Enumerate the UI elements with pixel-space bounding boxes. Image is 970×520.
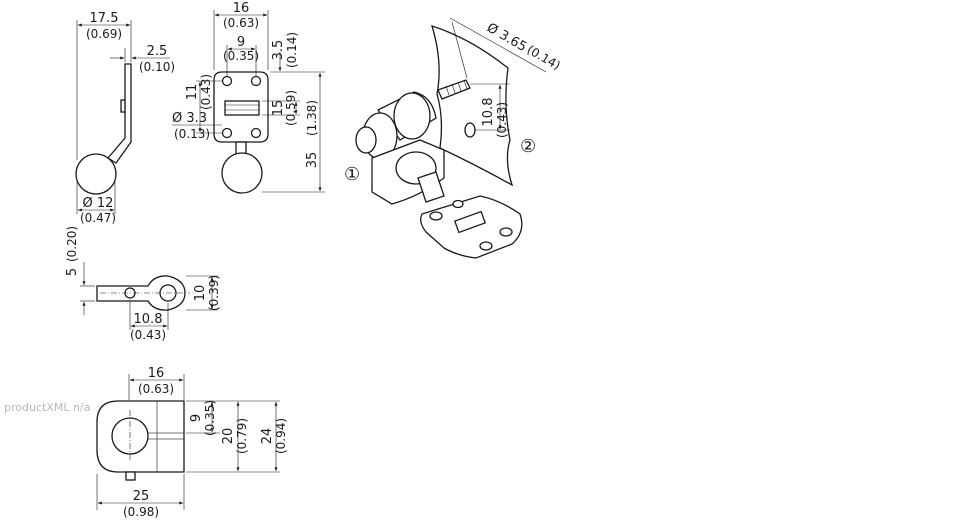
clamp-inner-inch: (0.79): [235, 418, 249, 454]
top-width-inch: (0.69): [86, 27, 122, 41]
front-holes-value: 9: [237, 35, 245, 50]
front-pitch-inch: (0.43): [199, 74, 213, 110]
clamp-inner-value: 20: [221, 428, 236, 445]
clamp-height-value: 24: [260, 428, 275, 445]
front-height-value: 35: [305, 152, 320, 169]
top-width-value: 17.5: [90, 11, 119, 26]
side-thick-value: 10: [193, 285, 208, 302]
side-offset-inch: (0.20): [65, 226, 79, 262]
mounting-wall: [431, 25, 514, 187]
front-hole-dia-value: Ø 3.3: [172, 111, 207, 126]
front-slot-value: 15: [271, 100, 286, 117]
clamp-view-part: [96, 400, 185, 481]
top-ball-value: Ø 12: [83, 196, 114, 211]
clamp-length-inch: (0.98): [123, 505, 159, 519]
front-hole-dia-inch: (0.13): [174, 127, 210, 141]
clamp-height-inch: (0.94): [274, 418, 288, 454]
side-thick-inch: (0.39): [207, 275, 221, 311]
front-top-value: 3.5: [271, 40, 286, 61]
side-length-value: 10.8: [134, 312, 163, 327]
side-offset-value: 5: [65, 268, 80, 276]
front-pitch-value: 11: [185, 84, 200, 101]
callout-2: ②: [520, 136, 536, 157]
side-view-part: [96, 275, 190, 311]
clamp-view: 16 (0.63) 9 (0.35) 20 (0.79) 24 (0.94) 2…: [96, 366, 288, 519]
clamp-slot-value: 9: [189, 414, 204, 422]
front-height-inch: (1.38): [305, 100, 319, 136]
side-length-inch: (0.43): [130, 328, 166, 342]
front-top-inch: (0.14): [285, 32, 299, 68]
top-view: 17.5 (0.69) 2.5 (0.10) Ø 12 (0.47): [75, 11, 175, 225]
watermark-text: productXML n/a: [4, 401, 91, 414]
clamp-width-value: 16: [148, 366, 165, 381]
isometric-view: Ø 3.65 (0.14) 10.8 (0.43) ① ②: [344, 17, 563, 259]
top-view-part: [75, 63, 132, 195]
top-ball-inch: (0.47): [80, 211, 116, 225]
front-view: 16 (0.63) 9 (0.35) 3.5 (0.14) 11 (0.43) …: [172, 1, 325, 194]
iso-spacing-inch: (0.43): [495, 102, 509, 138]
side-view: 5 (0.20) 10 (0.39) 10.8 (0.43): [65, 226, 221, 342]
iso-screw-inch: (0.14): [525, 42, 563, 72]
clamp-slot-inch: (0.35): [203, 400, 217, 436]
top-arm-value: 2.5: [147, 44, 168, 59]
front-width-value: 16: [233, 1, 250, 16]
front-view-part: [213, 71, 269, 194]
clamp-length-value: 25: [133, 489, 150, 504]
iso-spacing-value: 10.8: [481, 98, 496, 127]
top-arm-inch: (0.10): [139, 60, 175, 74]
clamp-width-inch: (0.63): [138, 382, 174, 396]
front-holes-inch: (0.35): [223, 49, 259, 63]
front-slot-inch: (0.59): [284, 90, 298, 126]
callout-1: ①: [344, 164, 360, 185]
front-width-inch: (0.63): [223, 16, 259, 30]
